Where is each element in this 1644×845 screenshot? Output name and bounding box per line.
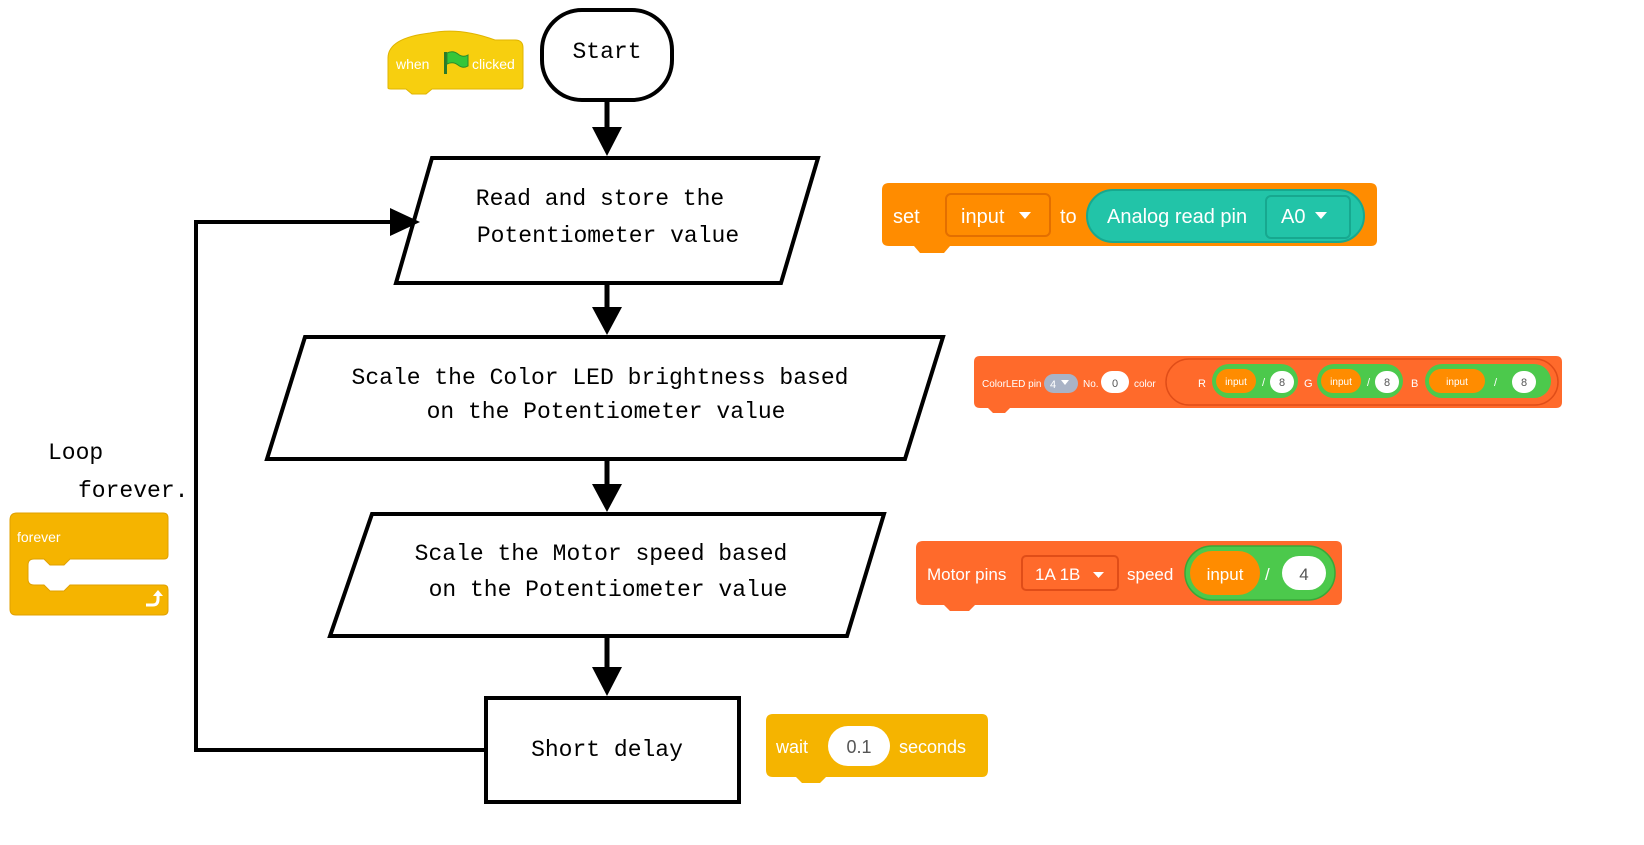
variable-value: input <box>961 206 1005 228</box>
b-divisor-value: 8 <box>1521 377 1527 389</box>
g-input-value: input <box>1330 377 1352 388</box>
scale-motor-line-2: on the Potentiometer value <box>429 577 788 603</box>
motor-pins-value: 1A 1B <box>1035 565 1080 584</box>
r-label: R <box>1198 378 1206 390</box>
read-store-line-2: Potentiometer value <box>477 223 739 249</box>
chevron-down-icon <box>1019 212 1031 219</box>
when-flag-clicked-block: when clicked <box>387 30 524 95</box>
chevron-down-icon <box>1061 380 1069 385</box>
motor-speed-block: Motor pins 1A 1B speed input / 4 <box>916 541 1342 611</box>
connector-led-to-motor <box>592 459 622 512</box>
g-slash: / <box>1367 377 1371 389</box>
b-label: B <box>1411 378 1418 390</box>
short-delay-process <box>484 696 741 804</box>
connector-read-to-led <box>592 283 622 335</box>
forever-label: forever <box>17 529 61 545</box>
colorled-pin-value: 4 <box>1050 379 1056 391</box>
g-divisor-value: 8 <box>1384 377 1390 389</box>
loop-back-connector <box>194 208 486 752</box>
read-store-line-1: Read and store the <box>476 186 724 212</box>
colorled-pin-dropdown[interactable]: 4 <box>1044 374 1078 393</box>
when-label: when <box>395 56 429 72</box>
analog-read-label: Analog read pin <box>1107 206 1247 228</box>
colorled-color-label: color <box>1134 379 1156 390</box>
loop-arrow-icon <box>146 590 163 607</box>
scale-led-line-2: on the Potentiometer value <box>427 399 786 425</box>
green-flag-icon <box>444 51 469 74</box>
to-label: to <box>1060 206 1077 228</box>
r-input-value: input <box>1225 377 1247 388</box>
connector-motor-to-delay <box>592 636 622 696</box>
read-store-process <box>393 156 821 285</box>
wait-label: wait <box>775 737 808 757</box>
scale-led-process <box>264 335 946 461</box>
start-label: Start <box>572 39 641 65</box>
loop-label-line-1: Loop <box>48 440 103 466</box>
speed-input-value: input <box>1207 565 1244 584</box>
motor-pins-dropdown[interactable]: 1A 1B <box>1021 555 1119 591</box>
short-delay-label: Short delay <box>531 737 683 763</box>
variable-dropdown[interactable]: input <box>945 193 1051 237</box>
colorled-block: ColorLED pin 4 No. 0 color R input / 8 G… <box>974 356 1562 413</box>
speed-label: speed <box>1127 565 1173 584</box>
chevron-down-icon <box>1093 572 1104 578</box>
clicked-label: clicked <box>472 56 515 72</box>
colorled-no-value: 0 <box>1112 378 1118 390</box>
scale-led-line-1: Scale the Color LED brightness based <box>352 365 849 391</box>
colorled-no-label: No. <box>1083 379 1099 390</box>
set-variable-block: set input to Analog read pin A0 <box>882 183 1377 253</box>
speed-divisor-value: 4 <box>1299 565 1308 584</box>
motor-pins-label: Motor pins <box>927 565 1006 584</box>
g-label: G <box>1304 378 1313 390</box>
wait-value: 0.1 <box>846 737 871 757</box>
colorled-pin-label: ColorLED pin <box>982 379 1041 390</box>
b-input-value: input <box>1446 377 1468 388</box>
pin-dropdown[interactable]: A0 <box>1265 195 1351 239</box>
connector-start-to-read <box>592 100 622 156</box>
scale-motor-process <box>327 512 887 638</box>
set-label: set <box>893 206 920 228</box>
chevron-down-icon <box>1315 212 1327 219</box>
scale-motor-line-1: Scale the Motor speed based <box>415 541 788 567</box>
pin-value: A0 <box>1281 206 1305 228</box>
seconds-label: seconds <box>899 737 966 757</box>
speed-slash: / <box>1265 565 1270 584</box>
wait-block: wait 0.1 seconds <box>766 714 988 783</box>
loop-label-line-2: forever. <box>78 478 188 504</box>
forever-block: forever <box>9 512 169 616</box>
r-divisor-value: 8 <box>1279 377 1285 389</box>
wait-value-input[interactable] <box>828 726 890 766</box>
r-slash: / <box>1262 377 1266 389</box>
b-slash: / <box>1494 377 1498 389</box>
